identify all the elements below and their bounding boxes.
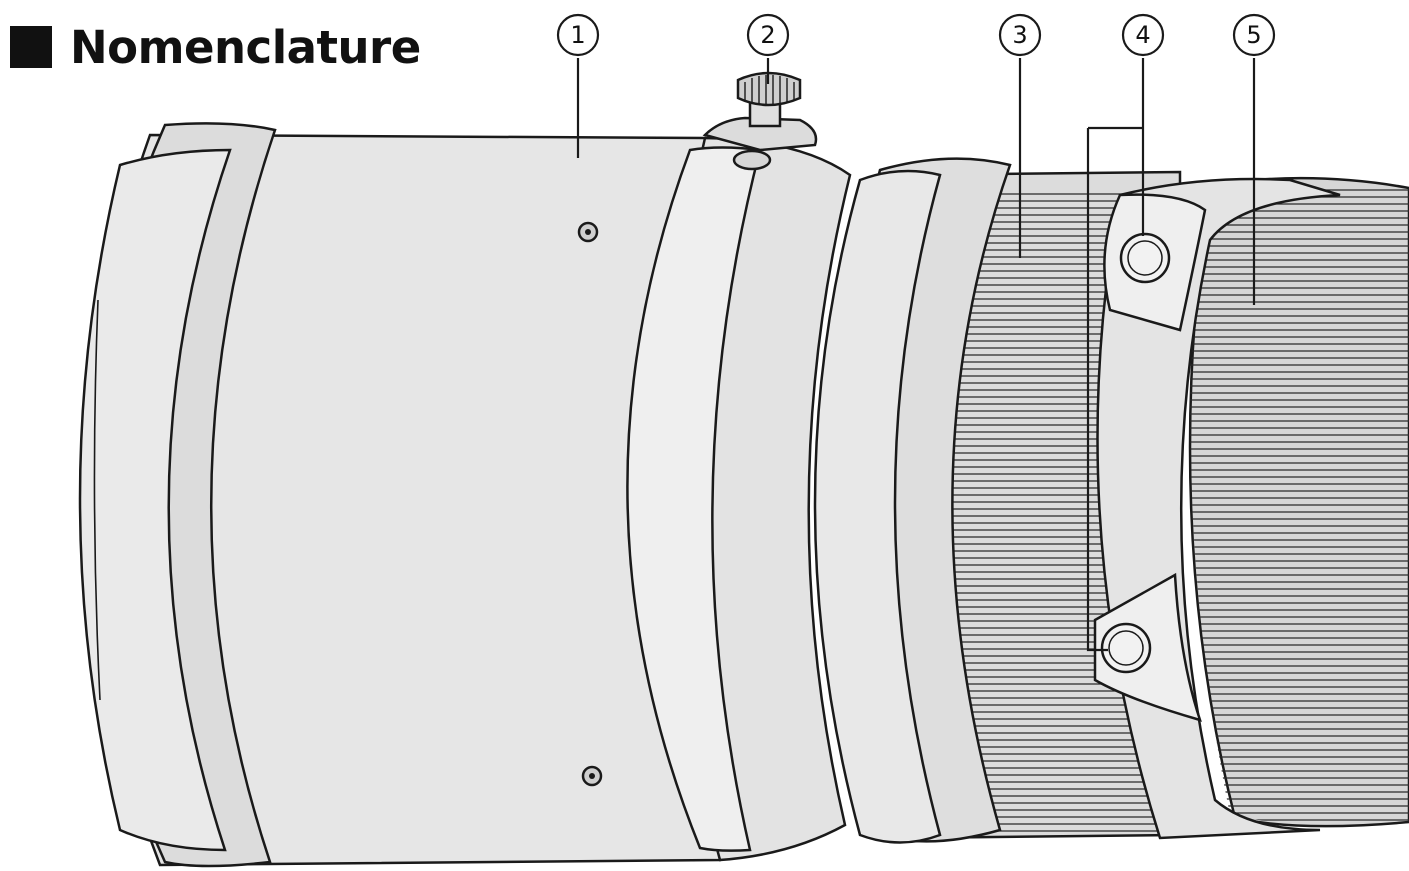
hood-lock-knob: [702, 71, 818, 171]
callout-1: 1: [556, 13, 600, 57]
lens-hood: [78, 122, 852, 868]
leader-line-4: [1086, 58, 1145, 652]
callout-label-3: 3: [1012, 21, 1027, 49]
front-ring: [813, 157, 1012, 844]
leader-lines: [576, 58, 1256, 652]
callout-label-4: 4: [1135, 21, 1150, 49]
button-collar: [1093, 177, 1341, 840]
title-square-icon: [10, 26, 52, 68]
callout-label-1: 1: [570, 21, 585, 49]
zoom-ring-ribs: [1190, 189, 1409, 821]
page-title: Nomenclature: [10, 14, 421, 80]
callout-label-5: 5: [1246, 21, 1261, 49]
callout-2: 2: [746, 13, 790, 57]
callout-3: 3: [998, 13, 1042, 57]
callout-4: 4: [1121, 13, 1165, 57]
callout-label-2: 2: [760, 21, 775, 49]
title-text: Nomenclature: [70, 20, 421, 74]
callout-5: 5: [1232, 13, 1276, 57]
